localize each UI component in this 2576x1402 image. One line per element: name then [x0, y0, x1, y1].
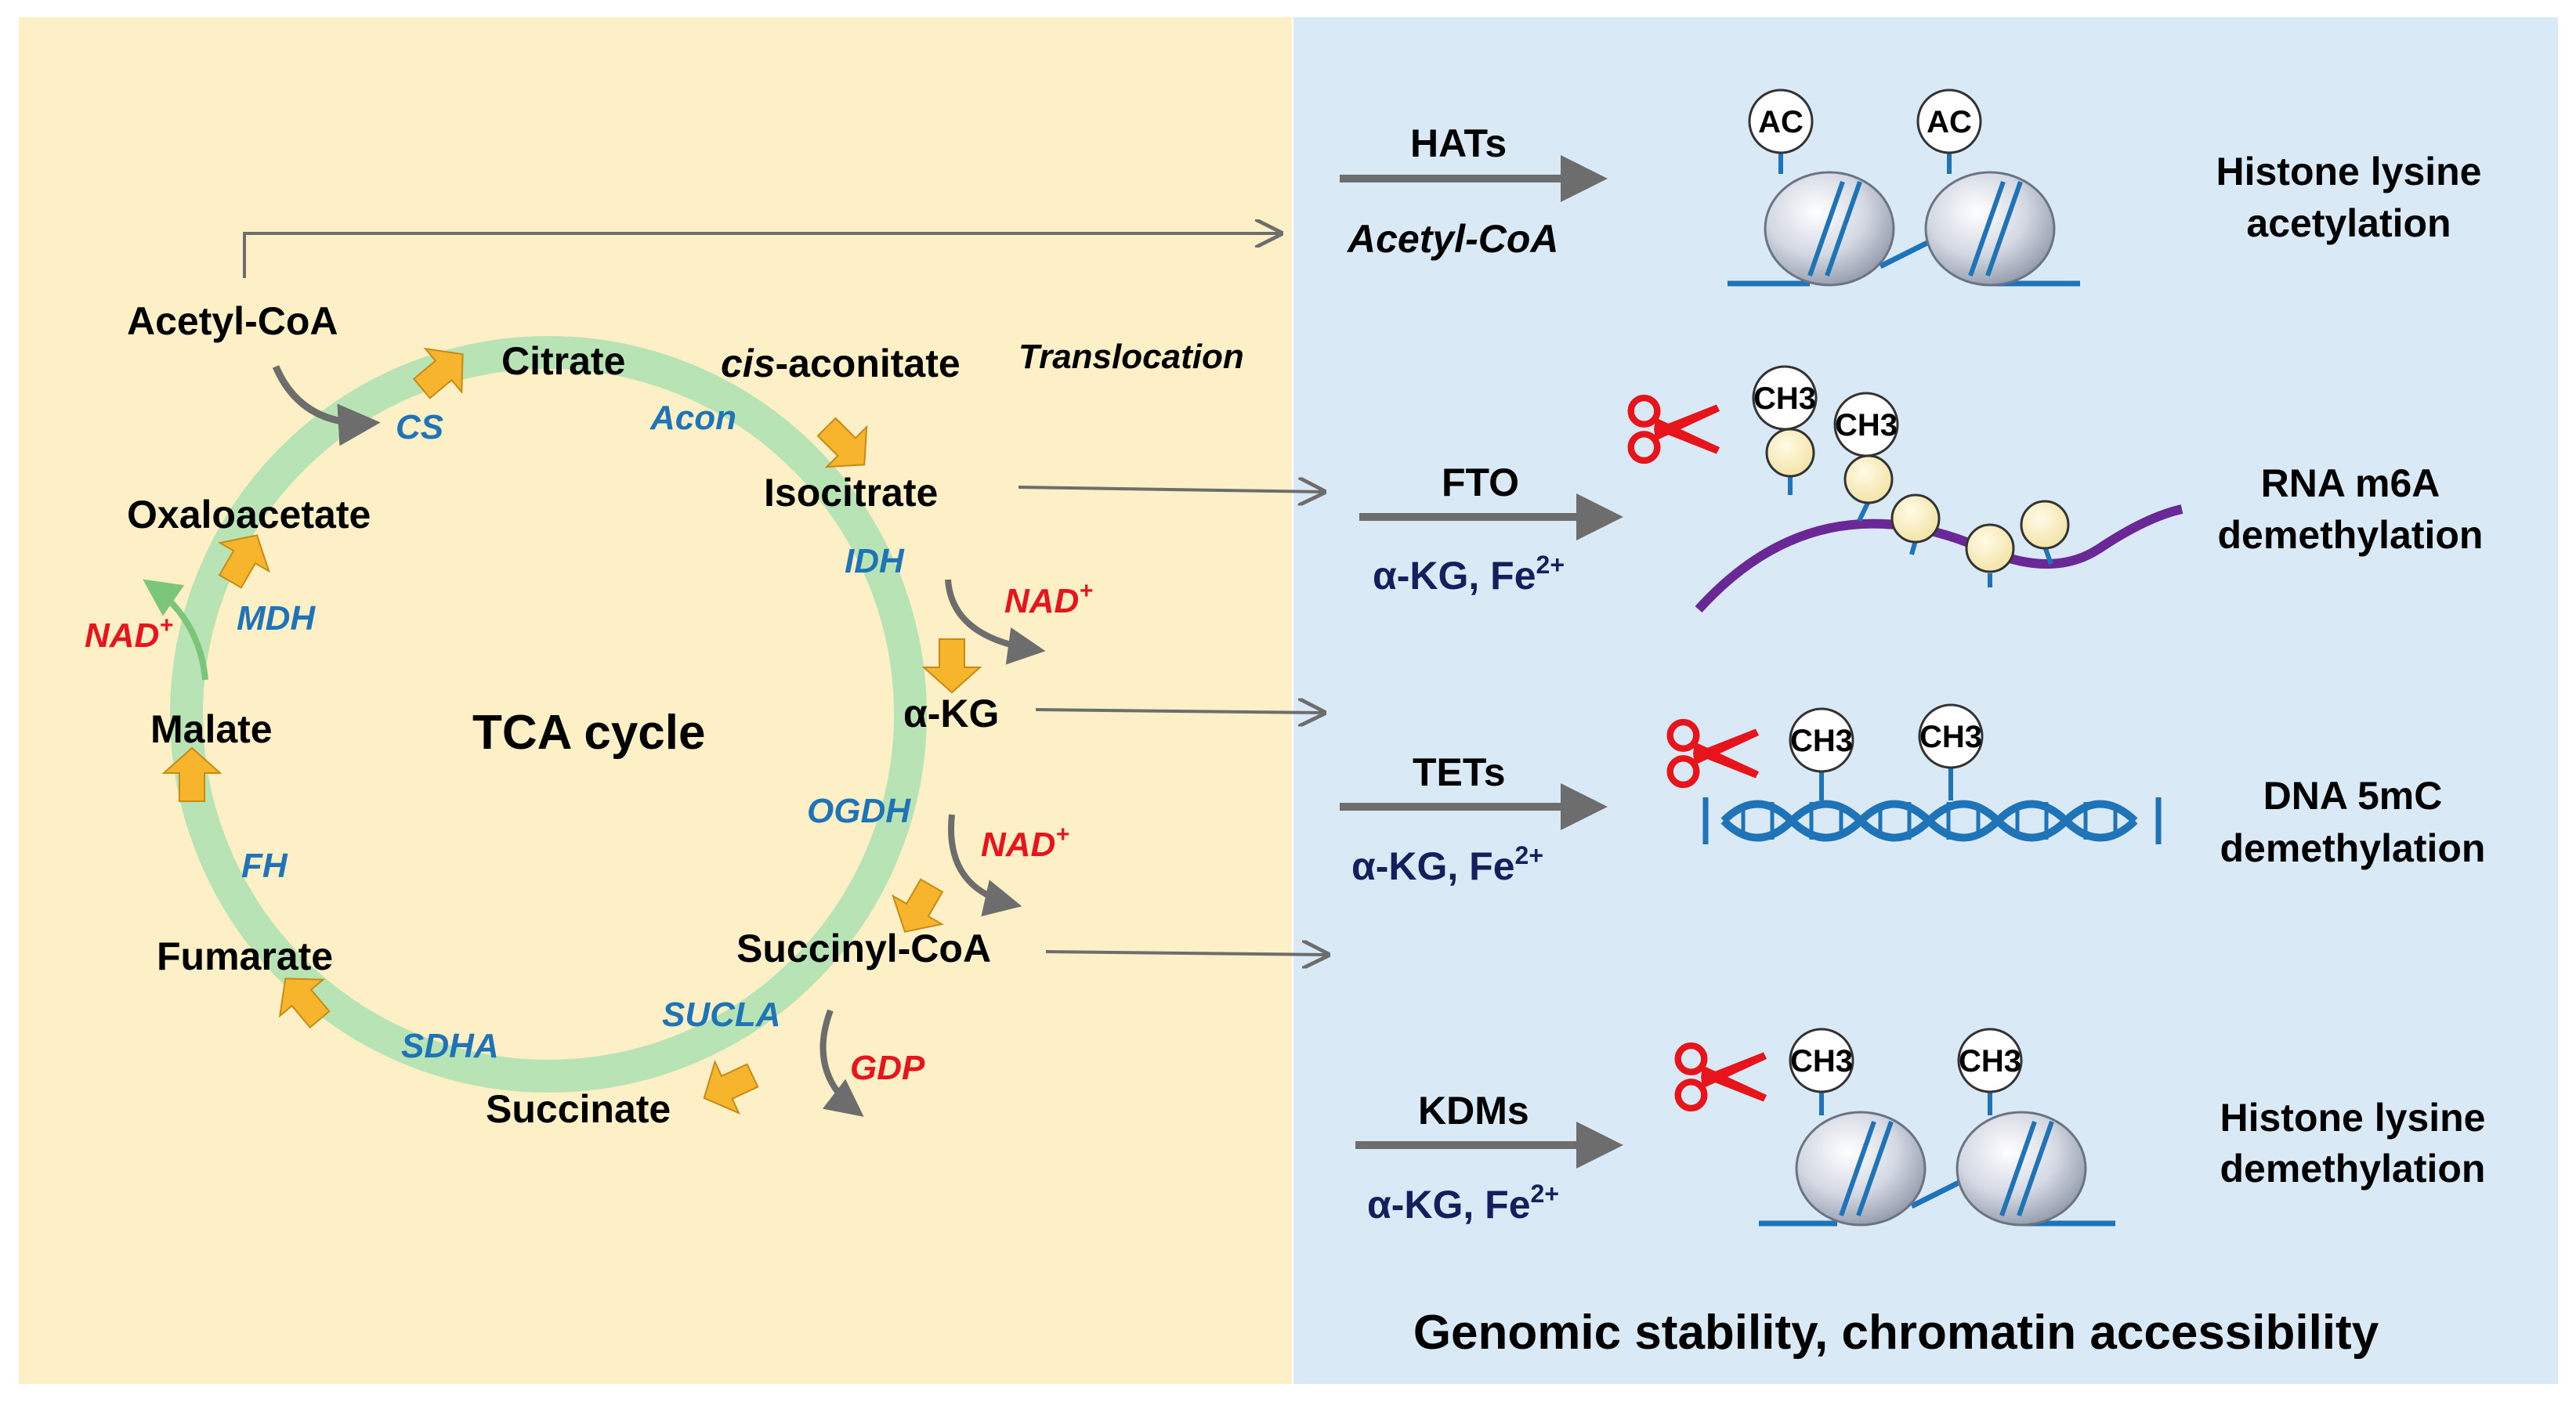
translocation-arrow-isocitrate: [1018, 487, 1324, 492]
dna-methyl-mark-2: [1918, 703, 1984, 769]
outcome-histone-demethylation-line-1: Histone lysine: [2220, 1096, 2486, 1140]
outcome-dna-line-1: DNA 5mC: [2263, 774, 2443, 818]
enzyme-mdh: MDH: [237, 599, 316, 638]
nad-arrow-mdh: [143, 579, 208, 681]
akg-label: α-KG: [903, 692, 999, 735]
kdms-label: KDMs: [1418, 1089, 1529, 1133]
acetyl-coa-label: Acetyl-CoA: [127, 299, 338, 343]
enzyme-sucla: SUCLA: [662, 995, 781, 1034]
nad-label-idh: NAD+: [1004, 578, 1093, 620]
histone-methyl-mark-2: [1957, 1028, 2023, 1093]
outcome-rna-line-2: demethylation: [2218, 513, 2484, 557]
succinate-label: Succinate: [486, 1087, 671, 1131]
oxaloacetate-label: Oxaloacetate: [127, 493, 371, 537]
dna-helix-illustration: [1702, 703, 2162, 844]
tets-label: TETs: [1413, 750, 1506, 794]
gdp-label: GDP: [850, 1049, 925, 1087]
nad-arrow-ogdh: [948, 814, 1022, 917]
dna-methyl-mark-1: [1789, 707, 1854, 773]
fto-cofactor: α-KG, Fe2+: [1373, 551, 1565, 598]
malate-label: Malate: [150, 707, 273, 751]
translocation-arrow-akg: [1035, 710, 1324, 713]
acetyl-mark-1: [1748, 89, 1814, 154]
outcome-histone-demethylation-line-2: demethylation: [2220, 1147, 2486, 1191]
translocation-arrow-succinyl-coa: [1045, 952, 1328, 955]
fto-label: FTO: [1442, 461, 1519, 504]
isocitrate-label: Isocitrate: [764, 471, 938, 515]
rna-methyl-mark-2: [1833, 392, 1899, 457]
rna-mark-label-1: CH3: [1753, 381, 1816, 416]
footer-text: Genomic stability, chromatin accessibili…: [1413, 1306, 2379, 1360]
translocation-arrow-acetyl-coa: [243, 233, 1281, 278]
acetyl-coa-entry-arrow: [272, 365, 381, 446]
nad-label-ogdh: NAD+: [981, 822, 1069, 864]
outcome-dna-line-2: demethylation: [2220, 826, 2486, 870]
enzyme-fh: FH: [241, 847, 288, 885]
acetyl-mark-label-1: AC: [1758, 105, 1804, 139]
citrate-label: Citrate: [501, 339, 625, 383]
succinyl-coa-label: Succinyl-CoA: [736, 927, 991, 970]
methylated-nucleosomes: [1759, 1028, 2115, 1227]
histone-mark-label-1: CH3: [1790, 1044, 1853, 1079]
acetyl-mark-label-2: AC: [1927, 105, 1972, 139]
enzyme-ogdh: OGDH: [807, 792, 911, 830]
outcome-acetylation-line-2: acetylation: [2246, 201, 2451, 245]
gdp-arrow: [819, 1009, 864, 1117]
enzyme-sdha: SDHA: [401, 1027, 499, 1065]
dna-mark-label-1: CH3: [1790, 724, 1853, 758]
cis-aconitate-label: cis-aconitate: [721, 341, 961, 385]
acetylated-nucleosomes: [1728, 89, 2080, 287]
rna-strand-illustration: [1695, 365, 2183, 613]
histone-methyl-mark-1: [1789, 1028, 1854, 1093]
nad-arrow-idh: [945, 579, 1046, 665]
tca-title: TCA cycle: [472, 706, 706, 760]
left-panel-background: [19, 17, 1292, 1384]
hats-cofactor: Acetyl-CoA: [1346, 217, 1558, 261]
dna-mark-label-2: CH3: [1919, 720, 1982, 754]
enzyme-cs: CS: [396, 408, 443, 446]
translocation-label: Translocation: [1018, 338, 1244, 376]
outcome-acetylation-line-1: Histone lysine: [2216, 150, 2482, 193]
outcome-rna-line-1: RNA m6A: [2261, 461, 2440, 505]
hats-label: HATs: [1410, 121, 1507, 165]
acetyl-mark-2: [1916, 89, 1982, 154]
fumarate-label: Fumarate: [157, 934, 333, 978]
enzyme-acon: Acon: [649, 399, 736, 437]
nad-label-mdh: NAD+: [85, 612, 173, 655]
enzyme-idh: IDH: [845, 542, 905, 580]
kdms-cofactor: α-KG, Fe2+: [1367, 1180, 1559, 1227]
rna-methyl-mark-1: [1752, 365, 1818, 431]
tca-cycle-ring: [170, 336, 927, 1093]
tets-cofactor: α-KG, Fe2+: [1351, 841, 1543, 888]
rna-mark-label-2: CH3: [1835, 408, 1898, 443]
histone-mark-label-2: CH3: [1959, 1044, 2021, 1079]
